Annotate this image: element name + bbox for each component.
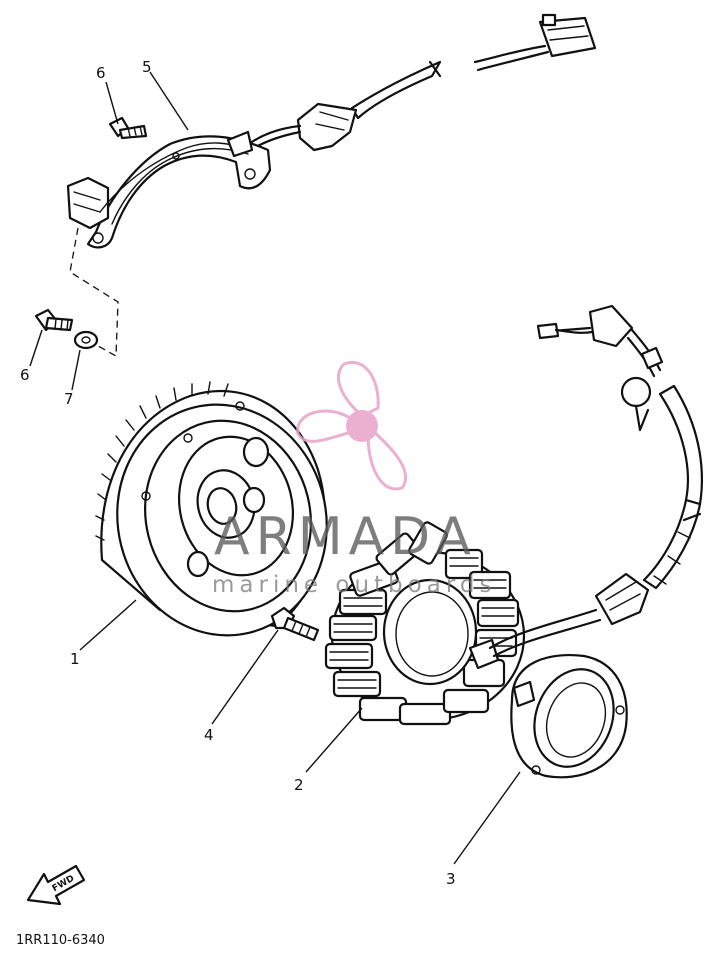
callout-4: 4 — [204, 726, 214, 744]
watermark-tagline: marine outboards — [212, 572, 496, 598]
callout-7: 7 — [64, 390, 74, 408]
top-connector — [538, 13, 597, 58]
pickup-coil-assembly — [66, 13, 597, 249]
callout-2: 2 — [294, 776, 304, 794]
fwd-arrow: FWD — [26, 864, 86, 906]
washer-7 — [73, 330, 99, 350]
screw-6-upper — [108, 116, 148, 140]
callout-5: 5 — [142, 58, 152, 76]
callout-numbers: 1 2 3 4 5 6 6 7 — [20, 58, 456, 888]
watermark-brand: ARMADA — [214, 507, 477, 567]
callout-6-upper: 6 — [96, 64, 106, 82]
drawing-code: 1RR110-6340 — [16, 933, 105, 948]
propeller-logo — [296, 360, 408, 491]
leader-lines — [29, 71, 521, 865]
alignment-line — [69, 227, 119, 358]
stator-coil — [324, 521, 526, 726]
stator-harness — [488, 304, 703, 658]
bolt-4 — [270, 606, 320, 642]
flywheel-rotor — [95, 381, 328, 637]
base-ring-3 — [510, 654, 628, 779]
callout-3: 3 — [446, 870, 456, 888]
armada-watermark: ARMADA marine outboards — [212, 360, 496, 598]
callout-1: 1 — [70, 650, 80, 668]
callout-6-lower: 6 — [20, 366, 30, 384]
screw-6-lower — [34, 308, 74, 332]
